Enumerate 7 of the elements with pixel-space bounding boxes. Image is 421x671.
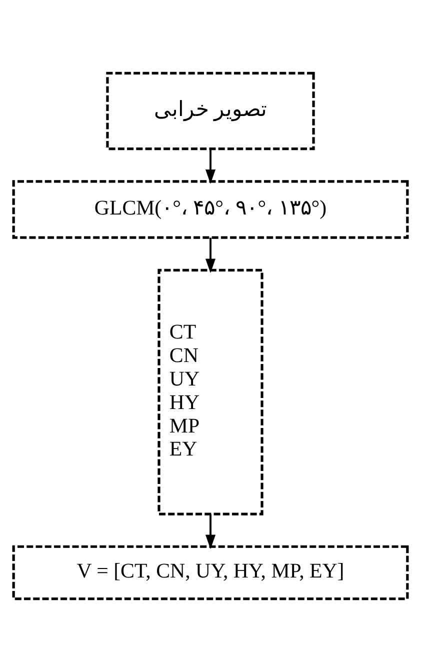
arrow [205, 148, 216, 184]
node-box: V = [CT, CN, UY, HY, MP, EY] [12, 544, 409, 600]
node-box: CT CN UY HY MP EY [158, 268, 264, 515]
arrow [205, 514, 216, 549]
arrow [205, 237, 216, 273]
node-box: GLCM(۰°، ۴۵°، ۹۰°، ۱۳۵°) [12, 180, 409, 238]
node-box: تصویر خرابی [106, 71, 315, 150]
